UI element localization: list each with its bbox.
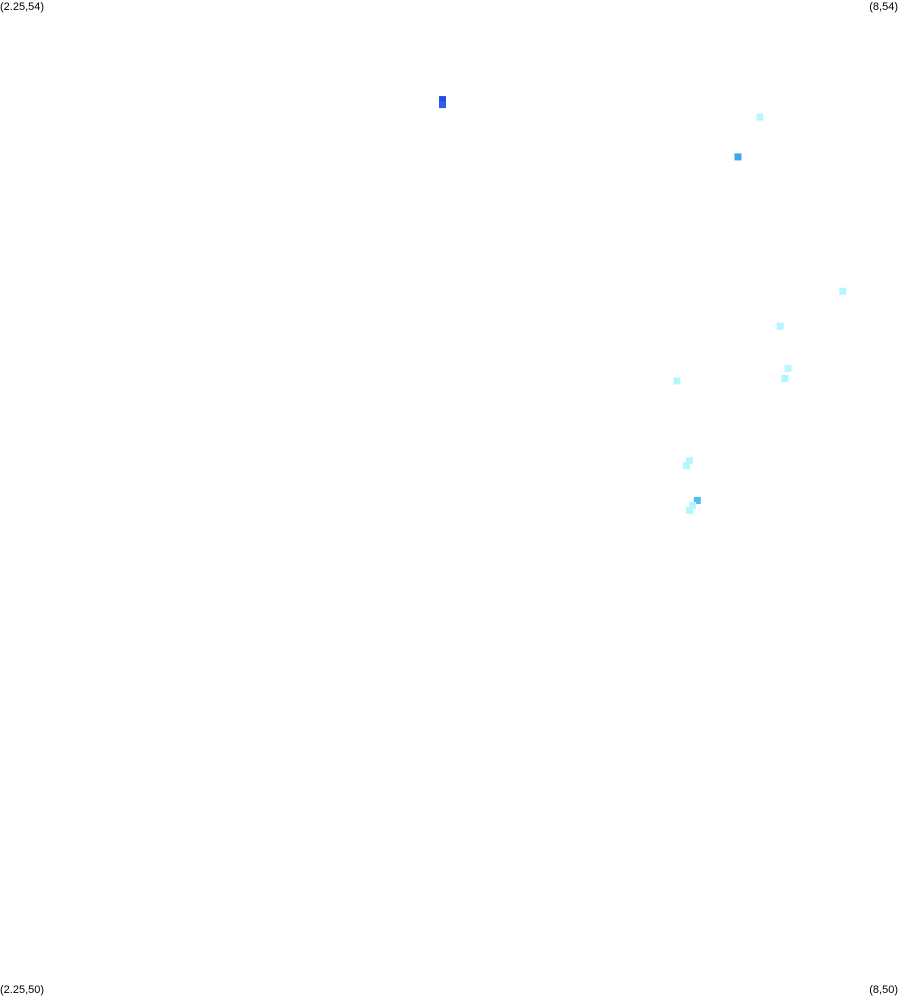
corner-label-top-left: (2.25,54) — [0, 1, 45, 13]
map-point — [439, 101, 446, 109]
map-point — [673, 377, 681, 385]
map-point — [756, 113, 764, 121]
map-point — [693, 497, 701, 504]
map-point — [784, 365, 792, 372]
corner-label-bottom-left: (2.25,50) — [0, 984, 45, 996]
map-point — [839, 287, 847, 295]
corner-label-bottom-right: (8,50) — [869, 984, 898, 996]
map-point — [734, 153, 742, 161]
map-point — [686, 506, 693, 514]
map-point — [439, 96, 446, 104]
map-point — [781, 375, 789, 382]
corner-label-top-right: (8,54) — [869, 1, 898, 13]
map-point — [689, 502, 697, 509]
map-point — [682, 462, 690, 470]
map-point — [686, 457, 693, 465]
map-point — [776, 322, 784, 330]
